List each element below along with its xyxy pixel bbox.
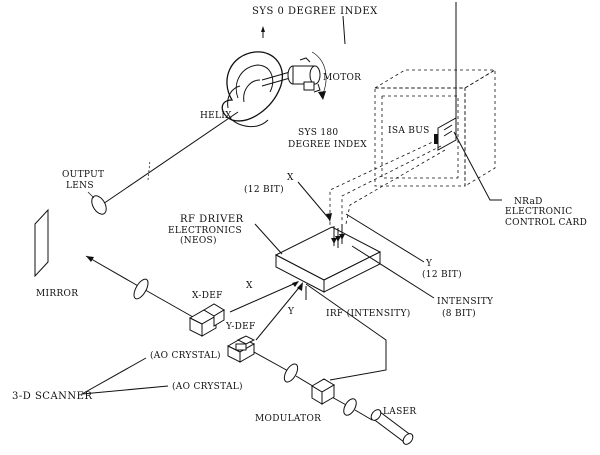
output-label: OUTPUT <box>62 170 104 180</box>
mirror <box>34 208 49 278</box>
control-card-label: CONTROL CARD <box>505 218 587 228</box>
helix <box>221 51 327 127</box>
ao-crystal-label-2: (AO CRYSTAL) <box>172 381 243 392</box>
intensity-bit-label: (8 BIT) <box>442 308 476 319</box>
electronics-label: ELECTRONICS <box>168 226 242 236</box>
computer-chassis <box>373 69 502 201</box>
isa-bus-label: ISA BUS <box>388 126 430 136</box>
intensity-signal-label: IRF (INTENSITY) <box>326 308 411 319</box>
degree-index-label: DEGREE INDEX <box>288 140 367 150</box>
y-def-label: Y-DEF <box>225 322 256 332</box>
rf-driver-box <box>254 223 382 293</box>
y-signal-label: Y <box>425 259 433 269</box>
lens-label: LENS <box>66 181 94 191</box>
x-def-crystal <box>188 303 225 337</box>
motor <box>287 57 321 93</box>
beam-path <box>85 255 201 322</box>
sys-0-index-lines <box>261 2 457 130</box>
helix-label: HELIX <box>200 111 232 121</box>
3d-scanner-label: 3-D SCANNER <box>12 391 93 402</box>
neos-label: (NEOS) <box>180 235 217 246</box>
sys-180-label: SYS 180 <box>298 128 338 138</box>
ao-crystal-label-1: (AO CRYSTAL) <box>150 350 221 361</box>
motor-label: MOTOR <box>323 73 361 83</box>
laser-beam-path <box>253 351 373 421</box>
mirror-label: MIRROR <box>36 289 78 299</box>
modulator-label: MODULATOR <box>255 414 321 424</box>
sys-0-degree-index-label: SYS 0 DEGREE INDEX <box>252 6 378 17</box>
y-def-crystal <box>226 335 256 363</box>
x-bit-label: (12 BIT) <box>244 184 284 195</box>
nrad-label: NRaD <box>514 197 543 207</box>
laser-label: LASER <box>383 407 417 417</box>
rf-driver-label: RF DRIVER <box>180 214 244 225</box>
modulator <box>311 378 335 405</box>
laser <box>370 409 414 445</box>
control-lines <box>229 139 446 381</box>
electronic-label: ELECTRONIC <box>505 207 572 217</box>
x-signal-label: X <box>287 173 294 183</box>
x-arrow-label: X <box>246 281 253 291</box>
output-lens <box>87 111 239 215</box>
x-def-label: X-DEF <box>192 291 223 301</box>
scanner-brackets <box>81 357 169 395</box>
y-arrow-label: Y <box>287 307 295 317</box>
y-bit-label: (12 BIT) <box>422 269 462 280</box>
intensity-label: INTENSITY <box>437 297 494 307</box>
diagram-labels: SYS 0 DEGREE INDEX MOTOR HELIX SYS 180 D… <box>12 6 587 424</box>
